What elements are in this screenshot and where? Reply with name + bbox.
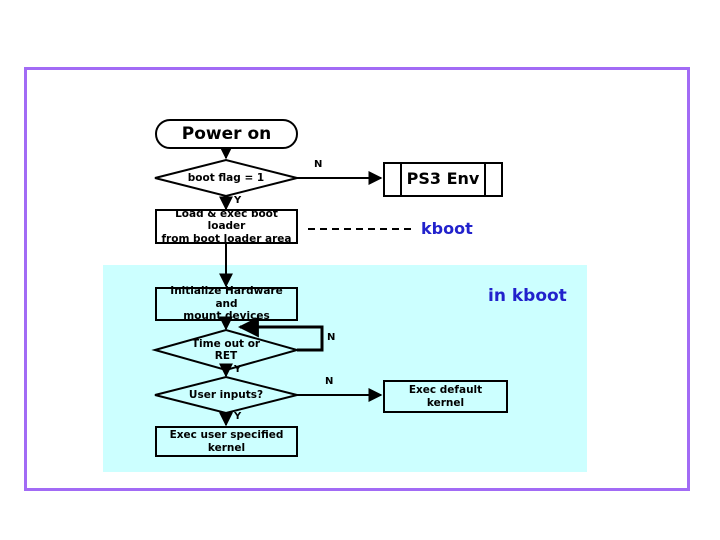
decision-timeout-ret xyxy=(151,328,301,372)
edge-timeout-n-loopback xyxy=(237,316,324,352)
slide-border xyxy=(24,67,690,491)
node-exec-user-kernel[interactable]: Exec user specified kernel xyxy=(155,426,298,457)
branch-label-timeout-n: N xyxy=(327,332,336,343)
branch-label-boot-flag-n: N xyxy=(314,159,323,170)
branch-label-boot-flag-y: Y xyxy=(234,195,242,206)
kboot-scope-region xyxy=(103,265,587,472)
node-init-hw-line1: Initialize Hardware and xyxy=(170,285,283,310)
node-exec-user-label: Exec user specified kernel xyxy=(169,429,284,454)
annotation-kboot: kboot xyxy=(421,219,473,238)
annotation-in-kboot: in kboot xyxy=(488,286,567,306)
node-power-on-label: Power on xyxy=(181,123,272,144)
node-load-exec-line2: from boot loader area xyxy=(161,232,292,245)
branch-label-user-inputs-y: Y xyxy=(234,411,242,422)
node-exec-default-kernel[interactable]: Exec default kernel xyxy=(383,380,508,413)
node-load-exec-boot-loader[interactable]: Load & exec boot loader from boot loader… xyxy=(155,207,298,245)
branch-label-timeout-y: Y xyxy=(234,364,242,375)
node-load-exec-line1: Load & exec boot loader xyxy=(175,207,278,233)
decision-user-inputs xyxy=(154,375,298,415)
decision-boot-flag xyxy=(154,158,298,198)
node-exec-default-label: Exec default kernel xyxy=(408,384,483,409)
node-init-hw-line2: mount devices xyxy=(183,310,270,323)
node-ps3-env[interactable]: PS3 Env xyxy=(383,162,503,197)
node-power-on[interactable]: Power on xyxy=(155,119,298,149)
node-initialize-hardware[interactable]: Initialize Hardware and mount devices xyxy=(155,285,298,323)
branch-label-user-inputs-n: N xyxy=(325,376,334,387)
node-ps3-env-label: PS3 Env xyxy=(406,169,480,189)
